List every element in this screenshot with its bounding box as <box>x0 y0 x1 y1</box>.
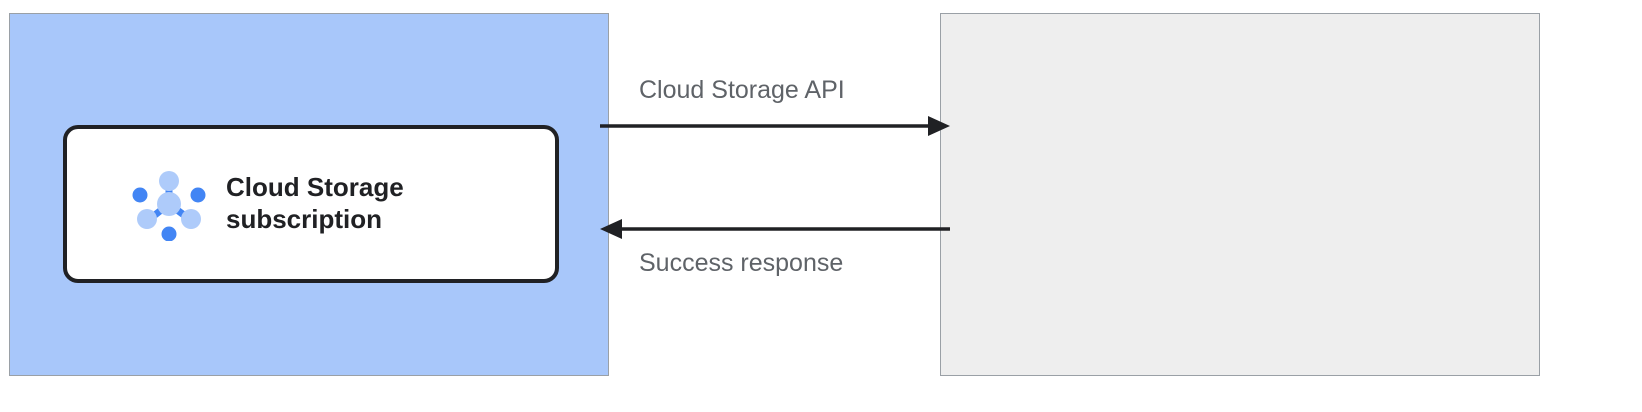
node-cloud-storage-subscription[interactable]: Cloud Storage subscription <box>63 125 559 283</box>
edge-label-success-response: Success response <box>639 249 844 277</box>
edge-label-cloud-storage-api: Cloud Storage API <box>639 76 845 104</box>
request-arrow <box>600 116 950 136</box>
pubsub-group-container: Cloud Storage subscription <box>9 13 609 376</box>
pubsub-subscription-icon <box>132 171 206 241</box>
node-label-cloud-storage-subscription: Cloud Storage subscription <box>226 172 404 234</box>
cloud-storage-group-container: Cloud Storage bucket <box>940 13 1540 376</box>
response-arrow <box>600 219 950 239</box>
